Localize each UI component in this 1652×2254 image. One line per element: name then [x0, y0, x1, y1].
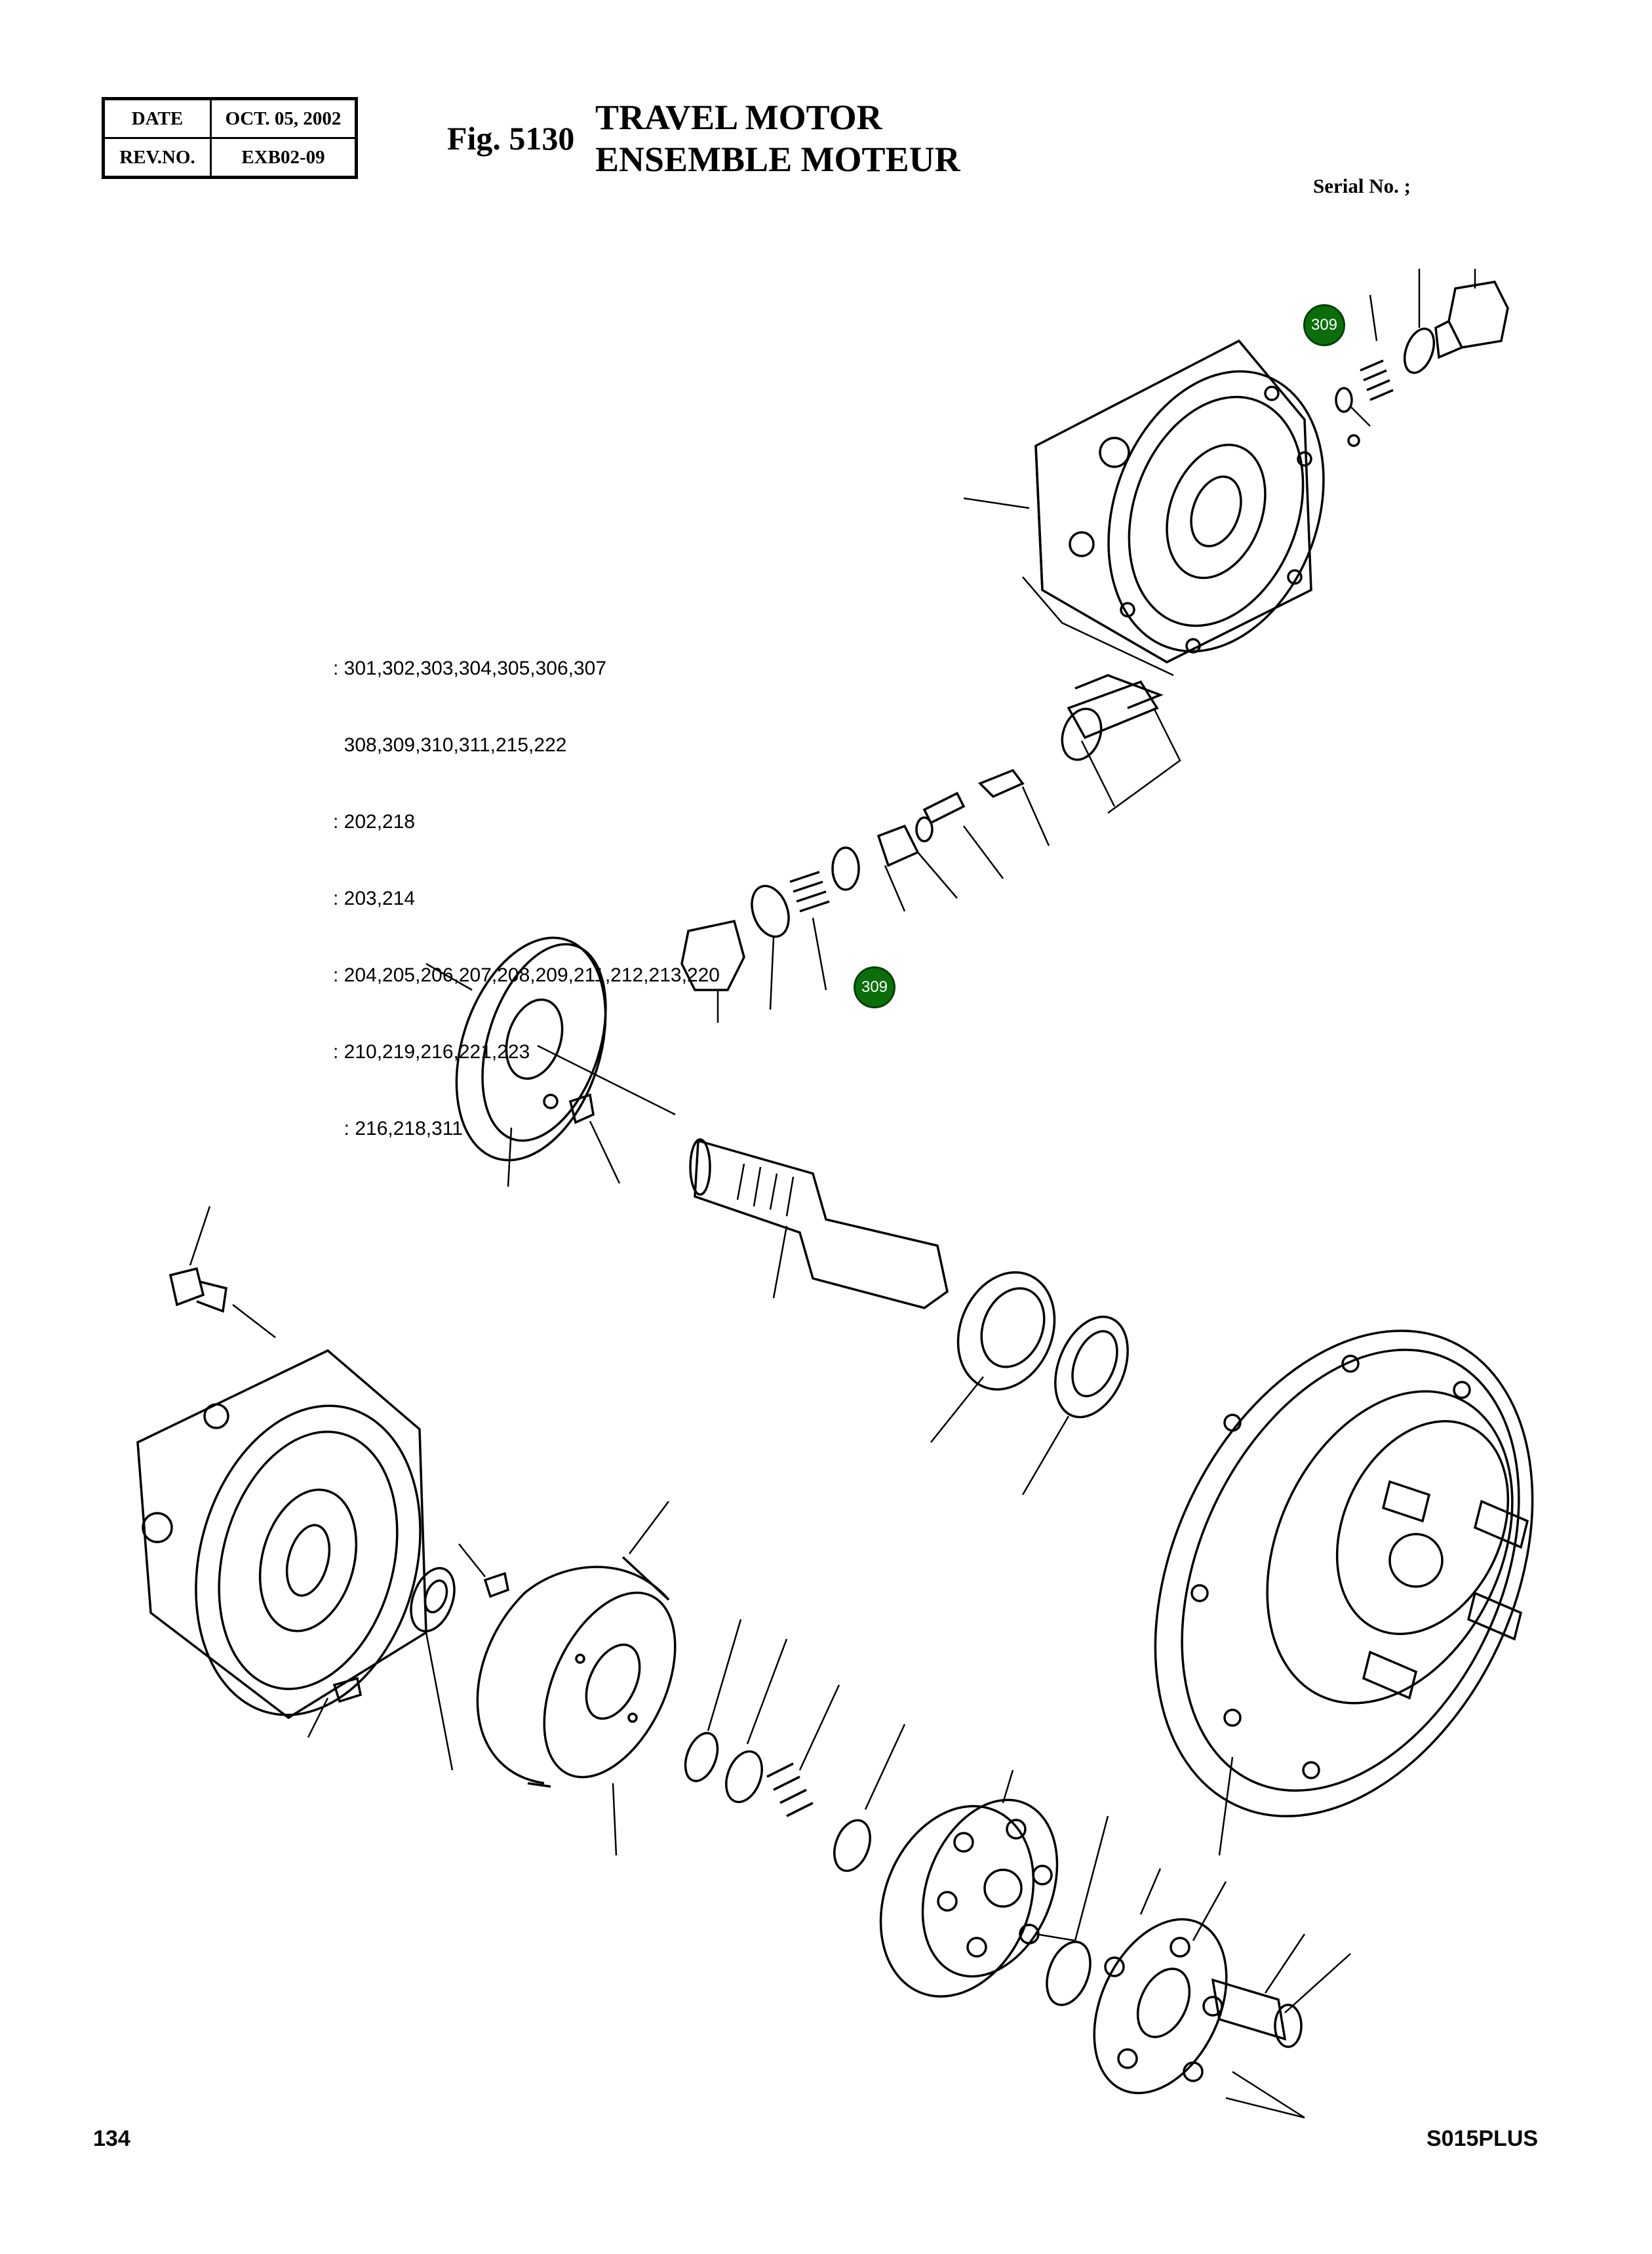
seal-plate	[425, 936, 676, 1187]
figure-number: Fig. 5130	[447, 120, 575, 157]
rev-label: REV.NO.	[102, 137, 212, 178]
spool-valve	[876, 674, 1181, 912]
upper-housing	[963, 339, 1325, 677]
output-shaft	[689, 1138, 949, 1309]
valve-plate	[476, 1501, 677, 1856]
legend-line: : 210,219,216,221,223	[333, 1041, 530, 1063]
revision-table: DATE OCT. 05, 2002 REV.NO. EXB02-09	[102, 97, 358, 179]
title-french: ENSEMBLE MOTEUR	[595, 140, 960, 179]
lower-relief-parts	[680, 846, 860, 1023]
small-bearing	[410, 1567, 456, 1771]
legend-line: : 216,218,311	[333, 1118, 463, 1139]
legend-line: : 204,205,206,207,208,209,211,212,213,22…	[333, 964, 720, 986]
upper-relief-parts	[1335, 269, 1509, 447]
bearings	[930, 1271, 1129, 1495]
title-english: TRAVEL MOTOR	[595, 98, 882, 137]
serial-number-label: Serial No. ;	[1313, 174, 1411, 197]
legend-line: : 202,218	[333, 811, 416, 833]
cylinder-block	[879, 1770, 1076, 1998]
legend-line: : 203,214	[333, 888, 416, 909]
legend-line: 308,309,310,311,215,222	[333, 734, 567, 756]
date-value: OCT. 05, 2002	[210, 98, 357, 139]
lower-housing	[136, 1349, 510, 1738]
reducer-housing	[1154, 1330, 1534, 1856]
legend-line: : 301,302,303,304,305,306,307	[333, 658, 607, 679]
model-code: S015PLUS	[1426, 2126, 1539, 2151]
rev-row: REV.NO. EXB02-09	[102, 137, 357, 178]
swash-plate	[1046, 1815, 1351, 2119]
date-label: DATE	[102, 98, 212, 139]
bolt	[168, 1206, 276, 1338]
callout-309-upper[interactable]: 309	[1303, 304, 1345, 346]
parts-legend: : 301,302,303,304,305,306,307 308,309,31…	[333, 604, 720, 1167]
page-number: 134	[93, 2126, 130, 2151]
callout-309-lower[interactable]: 309	[854, 966, 895, 1008]
springs	[684, 1619, 906, 1872]
date-row: DATE OCT. 05, 2002	[102, 98, 357, 139]
rev-value: EXB02-09	[210, 137, 357, 178]
